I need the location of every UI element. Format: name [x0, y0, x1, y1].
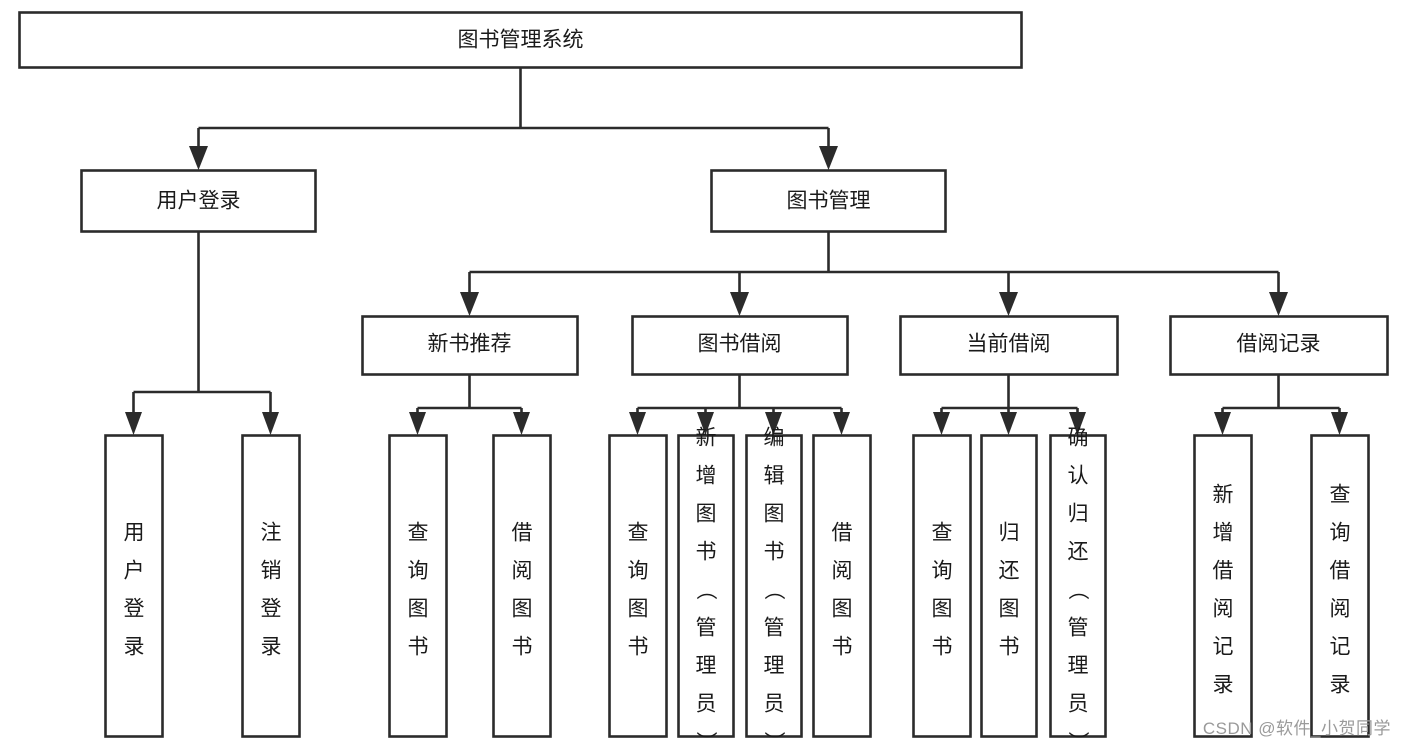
- node-leaf-query-book-2-label: 查询图书: [628, 522, 649, 659]
- node-leaf-query-record-box[interactable]: [1310, 434, 1370, 738]
- node-leaf-add-record[interactable]: 新增借阅记录: [1193, 434, 1253, 738]
- arrow-to-new-book-rec: [460, 292, 479, 316]
- node-user-login-box[interactable]: [80, 169, 317, 233]
- arrow-to-leaf-return-book: [1000, 412, 1017, 435]
- node-leaf-edit-book-label: 编辑图书管理员: [764, 427, 785, 716]
- node-borrow-record[interactable]: 借阅记录: [1169, 315, 1389, 376]
- node-leaf-add-book-label: 新增图书管理员: [696, 427, 717, 716]
- arrow-to-book-borrow: [730, 292, 749, 316]
- node-leaf-user-login[interactable]: 用户登录: [104, 434, 164, 738]
- csdn-watermark: CSDN @软件_小贺同学: [1202, 719, 1391, 738]
- arrow-to-leaf-add-record: [1214, 412, 1231, 435]
- node-leaf-add-record-box[interactable]: [1193, 434, 1253, 738]
- node-leaf-query-record-label: 查询借阅记录: [1330, 484, 1351, 697]
- node-leaf-logout-label: 注销登录: [261, 522, 282, 659]
- node-leaf-borrow-book-2-label: 借阅图书: [832, 522, 853, 659]
- node-root-box[interactable]: [18, 11, 1023, 69]
- arrow-to-leaf-user-login: [125, 412, 142, 435]
- node-leaf-query-book-1-box[interactable]: [388, 434, 448, 738]
- arrow-to-leaf-borrow-book-1: [513, 412, 530, 435]
- node-current-borrow[interactable]: 当前借阅: [899, 315, 1119, 376]
- node-leaf-query-book-1-label: 查询图书: [408, 522, 429, 659]
- node-leaf-borrow-book-1-label: 借阅图书: [512, 522, 533, 659]
- node-book-manage-label: 图书管理: [787, 190, 871, 213]
- node-leaf-edit-book[interactable]: 编辑图书管理员 （ ）: [745, 427, 803, 747]
- node-leaf-borrow-book-2[interactable]: 借阅图书: [812, 434, 872, 738]
- node-root-label: 图书管理系统: [458, 29, 584, 52]
- node-leaf-borrow-book-1-box[interactable]: [492, 434, 552, 738]
- node-leaf-add-book[interactable]: 新增图书管理员 （ ）: [677, 427, 735, 747]
- svg-text:（: （: [694, 579, 717, 600]
- arrow-to-leaf-query-book-3: [933, 412, 950, 435]
- node-leaf-query-record[interactable]: 查询借阅记录: [1310, 434, 1370, 738]
- node-leaf-query-book-2[interactable]: 查询图书: [608, 434, 668, 738]
- node-leaf-return-book[interactable]: 归还图书: [980, 434, 1038, 738]
- arrow-to-leaf-borrow-book-2: [833, 412, 850, 435]
- svg-text:）: ）: [694, 731, 717, 747]
- arrow-to-borrow-record: [1269, 292, 1288, 316]
- node-book-borrow-label: 图书借阅: [698, 333, 782, 356]
- arrow-root-to-user-login: [189, 146, 208, 170]
- node-leaf-return-book-label: 归还图书: [999, 522, 1020, 659]
- arrow-to-leaf-logout: [262, 412, 279, 435]
- node-leaf-query-book-1[interactable]: 查询图书: [388, 434, 448, 738]
- node-book-manage[interactable]: 图书管理: [710, 169, 947, 233]
- node-leaf-query-book-2-box[interactable]: [608, 434, 668, 738]
- arrow-to-leaf-add-book: [697, 412, 714, 435]
- node-leaf-user-login-label: 用户登录: [124, 522, 145, 659]
- arrow-root-to-book-manage: [819, 146, 838, 170]
- arrow-to-leaf-query-book-1: [409, 412, 426, 435]
- node-leaf-add-book-box[interactable]: [677, 434, 735, 738]
- node-root[interactable]: 图书管理系统: [18, 11, 1023, 69]
- node-borrow-record-label: 借阅记录: [1237, 333, 1321, 356]
- node-new-book-rec-box[interactable]: [361, 315, 579, 376]
- node-user-login[interactable]: 用户登录: [80, 169, 317, 233]
- node-leaf-add-record-label: 新增借阅记录: [1213, 484, 1234, 697]
- node-leaf-query-book-3-label: 查询图书: [932, 522, 953, 659]
- node-leaf-return-book-box[interactable]: [980, 434, 1038, 738]
- arrow-to-current-borrow: [999, 292, 1018, 316]
- node-current-borrow-box[interactable]: [899, 315, 1119, 376]
- node-book-borrow[interactable]: 图书借阅: [631, 315, 849, 376]
- node-leaf-confirm-return[interactable]: 确认归还管理员 （ ）: [1049, 427, 1107, 747]
- svg-text:）: ）: [762, 731, 785, 747]
- svg-text:（: （: [1066, 579, 1089, 600]
- node-new-book-rec[interactable]: 新书推荐: [361, 315, 579, 376]
- node-book-manage-box[interactable]: [710, 169, 947, 233]
- node-current-borrow-label: 当前借阅: [967, 333, 1051, 356]
- connector-layer: [125, 68, 1348, 435]
- node-leaf-logout-box[interactable]: [241, 434, 301, 738]
- node-leaf-logout[interactable]: 注销登录: [241, 434, 301, 738]
- svg-text:）: ）: [1066, 731, 1089, 747]
- node-leaf-query-book-3[interactable]: 查询图书: [912, 434, 972, 738]
- node-leaf-edit-book-box[interactable]: [745, 434, 803, 738]
- arrow-to-leaf-query-book-2: [629, 412, 646, 435]
- node-user-login-label: 用户登录: [157, 190, 241, 213]
- arrow-to-leaf-query-record: [1331, 412, 1348, 435]
- node-leaf-query-book-3-box[interactable]: [912, 434, 972, 738]
- node-leaf-confirm-return-label: 确认归还管理员: [1068, 427, 1089, 716]
- node-book-borrow-box[interactable]: [631, 315, 849, 376]
- node-leaf-user-login-box[interactable]: [104, 434, 164, 738]
- node-new-book-rec-label: 新书推荐: [428, 333, 512, 356]
- arrow-to-leaf-confirm-return: [1069, 412, 1086, 435]
- svg-text:（: （: [762, 579, 785, 600]
- node-borrow-record-box[interactable]: [1169, 315, 1389, 376]
- arrow-to-leaf-edit-book: [765, 412, 782, 435]
- node-leaf-borrow-book-2-box[interactable]: [812, 434, 872, 738]
- node-leaf-confirm-return-box[interactable]: [1049, 434, 1107, 738]
- node-leaf-borrow-book-1[interactable]: 借阅图书: [492, 434, 552, 738]
